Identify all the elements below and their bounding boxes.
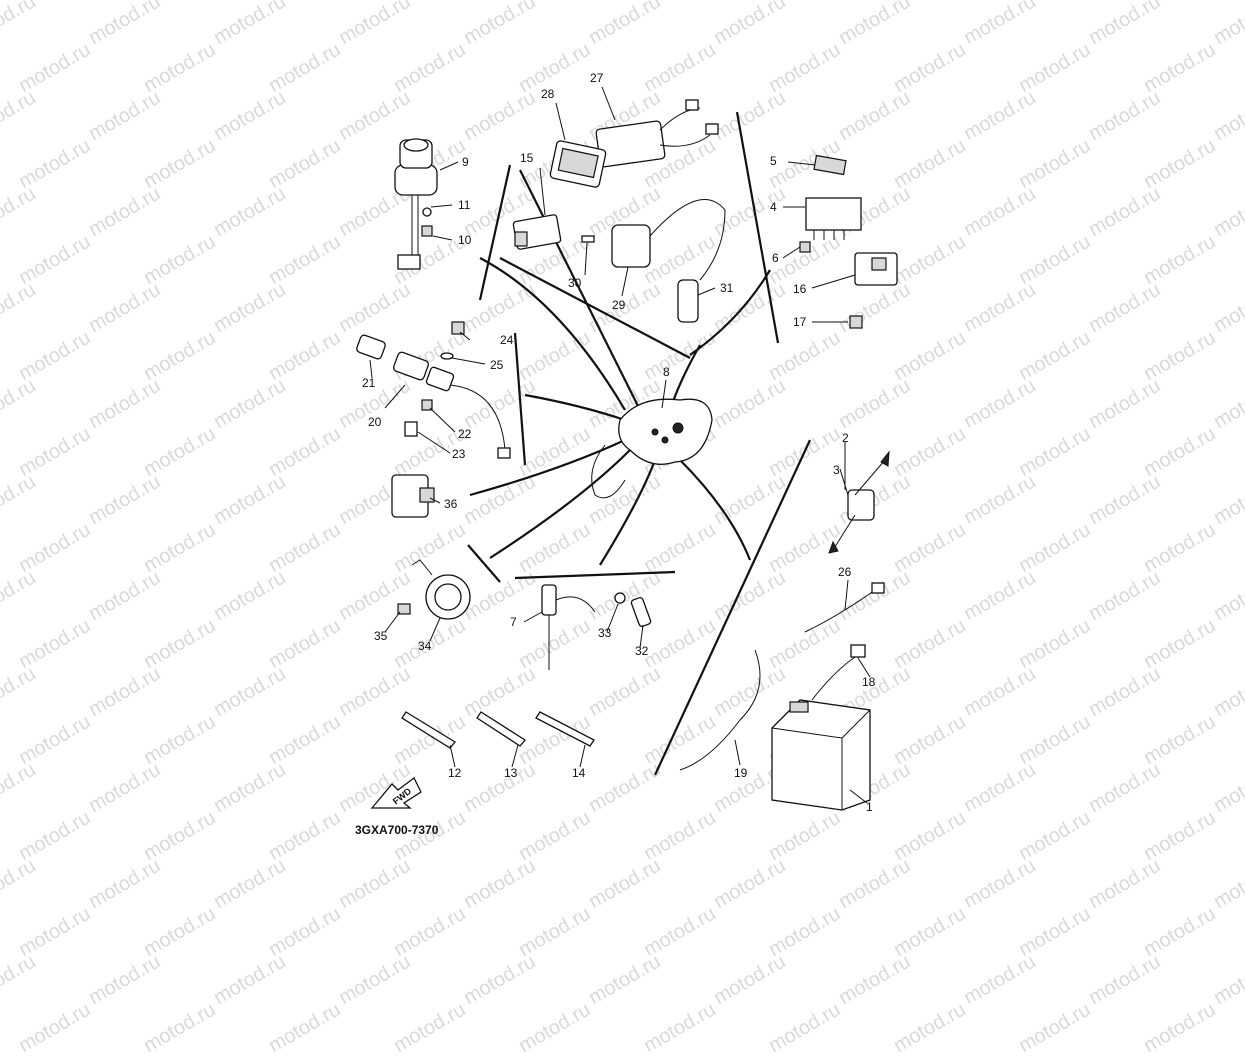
callout-29: 29	[612, 298, 626, 312]
relay-15	[512, 214, 562, 250]
watermark-text: motod.ru	[960, 950, 1040, 1010]
callout-9: 9	[462, 155, 469, 169]
callout-19: 19	[734, 766, 748, 780]
callout-12: 12	[448, 766, 462, 780]
callout-3: 3	[833, 463, 840, 477]
switch-group-7	[541, 584, 652, 670]
callout-31: 31	[720, 281, 734, 295]
watermark-text: motod.ru	[15, 998, 95, 1058]
starter-relay	[391, 474, 435, 518]
brake-switch	[828, 450, 890, 554]
callout-7: 7	[510, 615, 517, 629]
callout-13: 13	[504, 766, 518, 780]
callout-15: 15	[520, 151, 534, 165]
group-brackets	[467, 111, 811, 776]
callout-4: 4	[770, 200, 777, 214]
cable-bands	[401, 711, 595, 749]
watermark-text: motod.ru	[0, 950, 40, 1010]
watermark-text: motod.ru	[1210, 950, 1245, 1010]
watermark-text: motod.ru	[140, 998, 220, 1058]
callout-24: 24	[500, 333, 514, 347]
wiring-harness	[469, 169, 771, 566]
callout-36: 36	[444, 497, 458, 511]
battery-assembly	[679, 582, 885, 811]
part-code: 3GXA700-7370	[355, 823, 439, 837]
watermark-text: motod.ru	[85, 950, 165, 1010]
callout-20: 20	[368, 415, 382, 429]
main-switch	[394, 138, 438, 270]
watermark-text: motod.ru	[765, 998, 845, 1058]
watermark-text: motod.ru	[210, 950, 290, 1010]
relay-28	[549, 140, 607, 188]
callout-6: 6	[772, 251, 779, 265]
callout-35: 35	[374, 629, 388, 643]
sensor-group	[356, 321, 511, 459]
callout-16: 16	[793, 282, 807, 296]
callout-2: 2	[842, 431, 849, 445]
callout-8: 8	[663, 365, 670, 379]
callout-21: 21	[362, 376, 376, 390]
callout-10: 10	[458, 233, 472, 247]
callout-28: 28	[541, 87, 555, 101]
horn	[397, 559, 471, 620]
callout-25: 25	[490, 358, 504, 372]
watermark-text: motod.ru	[460, 950, 540, 1010]
watermark-text: motod.ru	[390, 998, 470, 1058]
watermark-text: motod.ru	[265, 998, 345, 1058]
watermark-text: motod.ru	[1015, 998, 1095, 1058]
rectifier-regulator	[799, 154, 862, 253]
callout-33: 33	[598, 626, 612, 640]
watermark-text: motod.ru	[1085, 950, 1165, 1010]
leader-lines	[369, 86, 871, 804]
callout-17: 17	[793, 315, 807, 329]
electrical-parts-diagram: 9 11 10 15 28 27 5 4 6 16 17 30 29 31 8 …	[355, 71, 898, 837]
watermark-text: motod.ru	[710, 950, 790, 1010]
callout-labels: 9 11 10 15 28 27 5 4 6 16 17 30 29 31 8 …	[362, 71, 876, 814]
callout-32: 32	[635, 644, 649, 658]
callout-1: 1	[866, 800, 873, 814]
cdi-unit	[595, 99, 719, 168]
callout-22: 22	[458, 427, 472, 441]
callout-23: 23	[452, 447, 466, 461]
watermark-text: motod.ru	[515, 998, 595, 1058]
callout-11: 11	[458, 198, 471, 212]
callout-34: 34	[418, 639, 432, 653]
ignition-coil	[581, 199, 726, 323]
watermark-text: motod.ru	[1140, 998, 1220, 1058]
callout-14: 14	[572, 766, 586, 780]
callout-5: 5	[770, 154, 777, 168]
wire-harness-hub	[591, 398, 713, 499]
watermark-text: motod.ru	[640, 998, 720, 1058]
callout-27: 27	[590, 71, 604, 85]
callout-18: 18	[862, 675, 876, 689]
watermark-text: motod.ru	[890, 998, 970, 1058]
callout-26: 26	[838, 565, 852, 579]
watermark-text: motod.ru	[585, 950, 665, 1010]
watermark-text: motod.ru	[335, 950, 415, 1010]
flasher-relay	[849, 252, 898, 329]
callout-30: 30	[568, 276, 582, 290]
fwd-arrow: FWD	[370, 777, 422, 809]
watermark-text: motod.ru	[835, 950, 915, 1010]
